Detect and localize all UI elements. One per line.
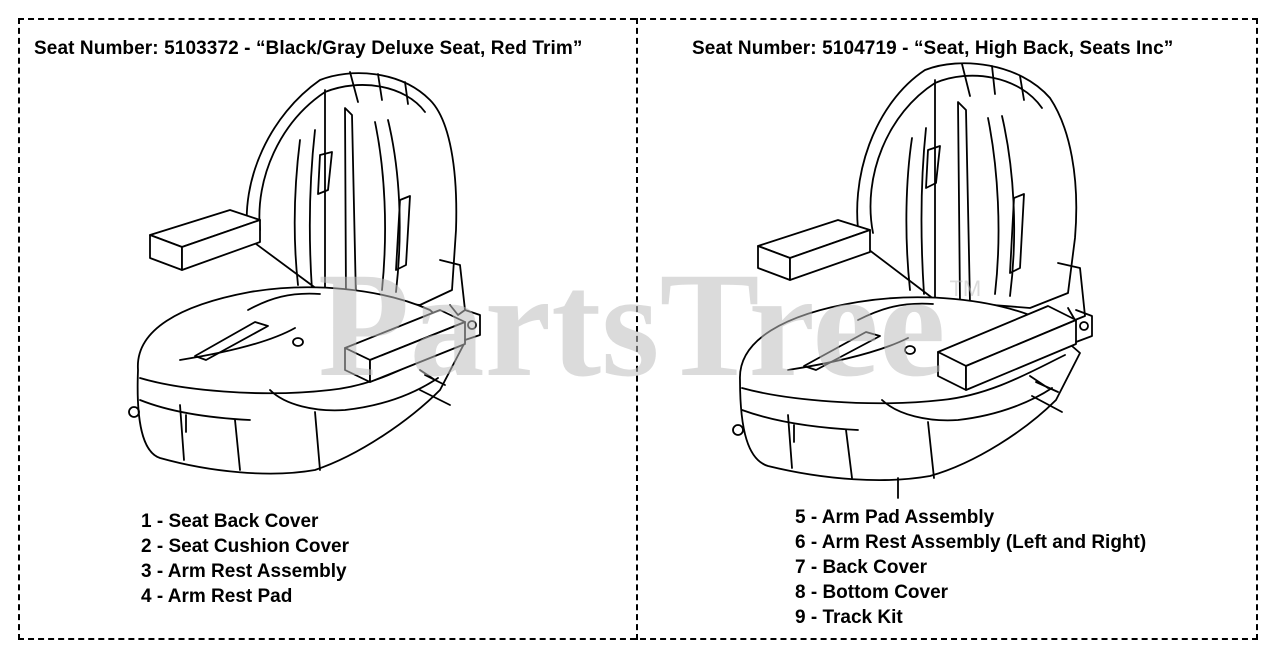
panel-title-right: Seat Number: 5104719 - “Seat, High Back,…: [692, 38, 1174, 59]
parts-legend-right: 5 - Arm Pad Assembly 6 - Arm Rest Assemb…: [795, 505, 1146, 630]
seat-illustration-right: [732, 62, 1093, 499]
legend-item: 7 - Back Cover: [795, 557, 928, 578]
legend-item: 1 - Seat Back Cover: [141, 511, 319, 532]
legend-item: 8 - Bottom Cover: [795, 582, 949, 603]
legend-item: 9 - Track Kit: [795, 607, 903, 628]
parts-legend-left: 1 - Seat Back Cover 2 - Seat Cushion Cov…: [141, 509, 349, 609]
legend-item: 3 - Arm Rest Assembly: [141, 561, 347, 582]
legend-item: 6 - Arm Rest Assembly (Left and Right): [795, 532, 1147, 553]
legend-item: 4 - Arm Rest Pad: [141, 586, 293, 607]
panel-title-left: Seat Number: 5103372 - “Black/Gray Delux…: [34, 38, 583, 59]
dashed-frame: [18, 18, 1258, 640]
legend-item: 5 - Arm Pad Assembly: [795, 507, 995, 528]
seat-illustration-left: [128, 71, 481, 475]
legend-item: 2 - Seat Cushion Cover: [141, 536, 349, 557]
panel-divider: [636, 18, 638, 640]
